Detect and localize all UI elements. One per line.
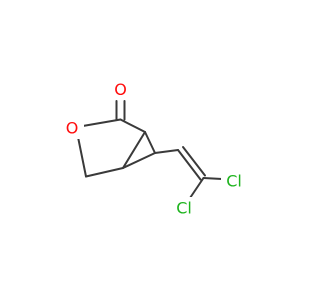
bonds	[76, 100, 223, 199]
bond-c1-c5	[122, 131, 146, 169]
bond-c8-cl1	[202, 177, 223, 180]
label-bg-o-carbonyl	[110, 78, 131, 100]
label-bg-o-ring	[62, 117, 84, 139]
bond-c2-o3	[76, 118, 122, 128]
label-bg-cl-1	[221, 170, 247, 192]
bond-c4-c5	[85, 167, 124, 178]
bond-o3-c4	[77, 136, 87, 178]
bond-c6-c7	[154, 149, 179, 154]
atom-o-ring: O	[66, 119, 79, 138]
bond-c8-cl2	[189, 177, 205, 199]
bond-c7-c8-1	[177, 149, 202, 181]
atom-cl-2: Cl	[176, 199, 192, 218]
bond-c5-c6	[122, 152, 156, 169]
molecule-structure: O O Cl Cl	[62, 78, 247, 219]
bond-c7-c8-2	[182, 146, 206, 177]
atom-o-carbonyl: O	[114, 80, 127, 99]
bond-c2-c1	[119, 118, 146, 133]
label-bg-cl-2	[171, 197, 197, 219]
atom-cl-1: Cl	[226, 172, 242, 191]
bond-c1-c6	[144, 131, 156, 154]
atom-labels: O O Cl Cl	[62, 78, 247, 219]
